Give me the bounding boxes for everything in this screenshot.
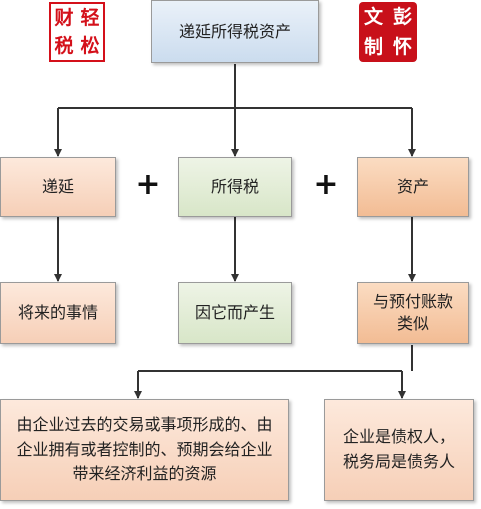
seal-char: 松: [80, 34, 100, 57]
term-box-asset: 资产: [357, 157, 469, 217]
seal-char: 彭: [392, 5, 412, 28]
term-box-income-tax: 所得税: [178, 157, 292, 217]
definition-box-creditor: 企业是债权人，税务局是债务人: [324, 399, 474, 501]
explain-text-deferred: 将来的事情: [17, 303, 98, 323]
term-box-deferred: 递延: [0, 157, 116, 217]
seal-char: 制: [363, 35, 383, 58]
definition-text-creditor: 企业是债权人，税务局是债务人: [342, 427, 455, 471]
explain-box-income-tax: 因它而产生: [178, 282, 292, 344]
explain-text-income-tax: 因它而产生: [194, 303, 275, 323]
seal-char: 怀: [392, 35, 412, 58]
seal-char: 税: [54, 34, 74, 57]
seal-char: 财: [54, 6, 74, 29]
title-text: 递延所得税资产: [178, 21, 291, 41]
definition-box-resource: 由企业过去的交易或事项形成的、由企业拥有或者控制的、预期会给企业带来经济利益的资…: [0, 399, 289, 501]
seal-char: 轻: [80, 6, 100, 29]
term-text-asset: 资产: [396, 177, 429, 197]
seal-char: 文: [363, 5, 383, 28]
plus-operator-1: +: [135, 167, 161, 202]
explain-box-deferred: 将来的事情: [0, 282, 116, 344]
explain-text-asset: 与预付账款类似: [372, 292, 453, 333]
definition-text-resource: 由企业过去的交易或事项形成的、由企业拥有或者控制的、预期会给企业带来经济利益的资…: [16, 414, 273, 484]
seal-stamp-right: 文 彭 制 怀: [359, 2, 417, 62]
term-text-income-tax: 所得税: [210, 177, 259, 197]
title-box: 递延所得税资产: [151, 0, 319, 63]
seal-stamp-left: 财 轻 税 松: [49, 2, 105, 62]
plus-operator-2: +: [313, 167, 339, 202]
term-text-deferred: 递延: [41, 177, 74, 197]
explain-box-asset: 与预付账款类似: [357, 282, 469, 344]
